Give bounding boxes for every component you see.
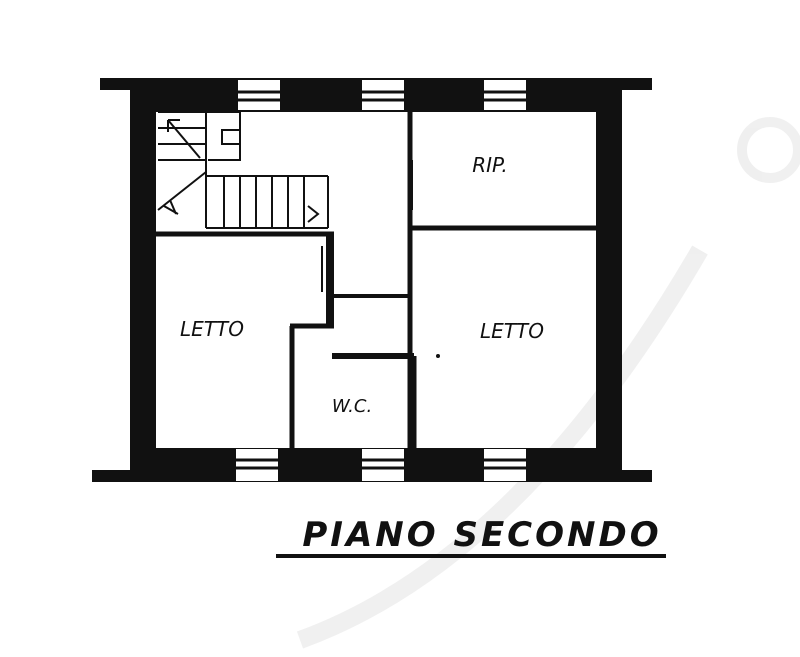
window-top-3 <box>484 80 526 110</box>
watermark <box>296 117 800 649</box>
room-label-bedroom-right: LETTO <box>480 319 544 343</box>
room-label-wc: W.C. <box>332 396 372 417</box>
window-top-2 <box>362 80 404 110</box>
room-label-bedroom-left: LETTO <box>180 317 244 341</box>
window-bottom-1 <box>236 449 278 481</box>
windows <box>236 80 526 481</box>
staircase <box>157 111 329 229</box>
window-top-1 <box>238 80 280 110</box>
room-label-storage: RIP. <box>472 153 507 177</box>
outer-walls <box>92 78 652 482</box>
interior-walls <box>156 112 596 448</box>
window-bottom-2 <box>362 449 404 481</box>
marker-dot <box>436 354 440 358</box>
window-bottom-3 <box>484 449 526 481</box>
plan-title: PIANO SECONDO <box>302 515 661 555</box>
